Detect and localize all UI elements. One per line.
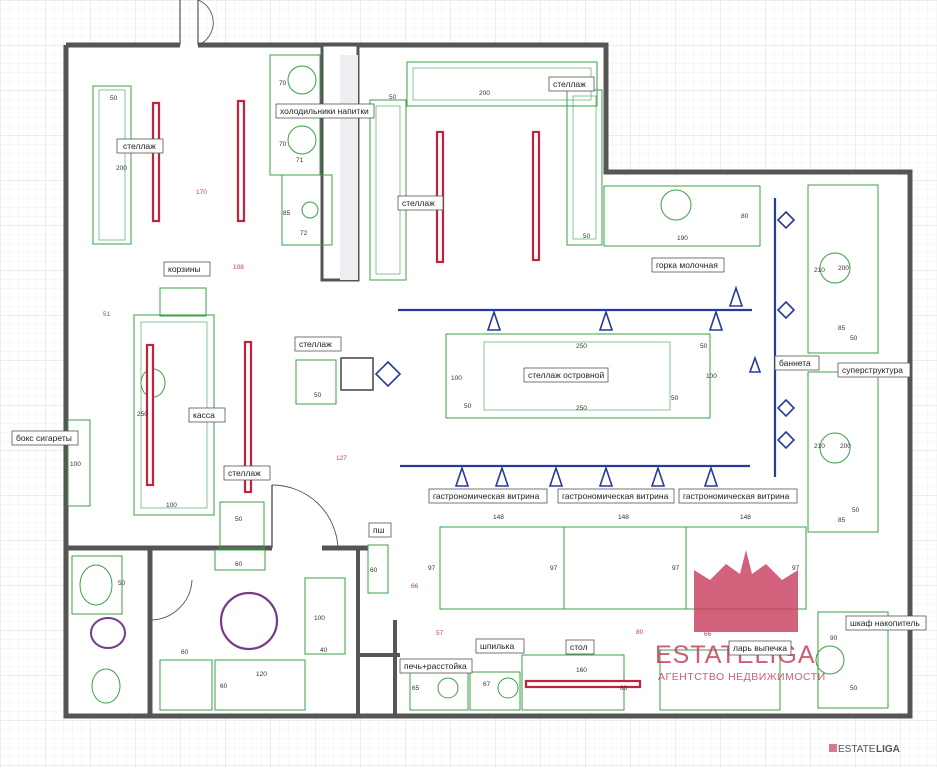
dim-text: 97: [428, 565, 436, 572]
dim-text: 97: [792, 565, 800, 572]
dim-text: 200: [479, 90, 490, 97]
label-gastro-3: гастрономическая витрина: [683, 491, 790, 501]
dim-text: 50: [852, 507, 860, 514]
label-oven: печь+расстойка: [404, 661, 467, 671]
dim-text: 80: [741, 213, 749, 220]
dim-text: 50: [583, 233, 591, 240]
label-gastro-1: гастрономическая витрина: [433, 491, 540, 501]
label-cashier: касса: [193, 410, 215, 420]
dim-text: 210: [814, 267, 825, 274]
label-island: стеллаж островной: [528, 370, 604, 380]
label-shelf-top: стеллаж: [553, 79, 586, 89]
dim-text: 60: [370, 567, 378, 574]
label-cabinet: шкаф накопитель: [850, 618, 920, 628]
label-pin: шпилька: [480, 641, 514, 651]
watermark-tagline: АГЕНТСТВО НЕДВИЖИМОСТИ: [658, 671, 826, 683]
labels: стеллаж холодильники напитки стеллаж сте…: [11, 76, 927, 674]
label-milk: горка молочная: [656, 260, 718, 270]
dim-text: 66: [704, 631, 712, 638]
dim-text: 100: [314, 615, 325, 622]
label-chest: ларь выпечка: [733, 643, 787, 653]
dim-text: 100: [706, 373, 717, 380]
dim-text: 50: [464, 403, 472, 410]
dim-text: 200: [840, 443, 851, 450]
dim-text: 250: [576, 405, 587, 412]
dim-text: 80: [636, 629, 644, 636]
dim-text: 127: [336, 455, 347, 462]
dim-text: 60: [620, 685, 628, 692]
dimension-texts: 50 200 170 70 70 71 85 72 108 200 50 80 …: [70, 80, 860, 692]
dim-text: 85: [838, 517, 846, 524]
label-cigarettes: бокс сигареты: [16, 433, 72, 443]
dim-text: 51: [103, 311, 111, 318]
dim-text: 170: [196, 189, 207, 196]
label-table: стол: [570, 642, 588, 652]
dim-text: 50: [110, 95, 118, 102]
dim-text: 148: [618, 514, 629, 521]
dim-text: 210: [814, 443, 825, 450]
dim-text: 60: [235, 561, 243, 568]
dim-text: 71: [296, 157, 304, 164]
dim-text: 100: [166, 502, 177, 509]
label-psh: пш: [373, 525, 385, 535]
label-gastro-2: гастрономическая витрина: [562, 491, 669, 501]
dim-text: 190: [677, 235, 688, 242]
blue-rails: [374, 198, 796, 487]
dim-text: 50: [235, 516, 243, 523]
dim-text: 50: [850, 685, 858, 692]
dim-text: 100: [70, 461, 81, 468]
dim-text: 50: [389, 94, 397, 101]
dim-text: 148: [740, 514, 751, 521]
dim-text: 67: [483, 681, 491, 688]
dim-text: 50: [118, 580, 126, 587]
dim-text: 90: [830, 635, 838, 642]
corner-logo-a: ESTATE: [838, 744, 876, 755]
dim-text: 70: [279, 80, 287, 87]
dim-text: 60: [220, 683, 228, 690]
dim-text: 65: [412, 685, 420, 692]
dim-text: 60: [181, 649, 189, 656]
dim-text: 108: [233, 264, 244, 271]
label-superstructure: суперструктура: [842, 365, 903, 375]
label-banner: баннета: [779, 358, 811, 368]
dim-text: 50: [671, 395, 679, 402]
dim-text: 72: [300, 230, 308, 237]
dim-text: 120: [256, 671, 267, 678]
label-shelf-mid: стеллаж: [402, 198, 435, 208]
dim-text: 70: [279, 141, 287, 148]
corner-logo-b: LIGA: [876, 744, 900, 755]
dim-text: 85: [283, 210, 291, 217]
dim-text: 148: [493, 514, 504, 521]
dim-text: 50: [314, 392, 322, 399]
label-shelf-tl: стеллаж: [123, 141, 156, 151]
dim-text: 160: [576, 667, 587, 674]
interior: [66, 45, 910, 716]
dim-text: 50: [700, 343, 708, 350]
dim-text: 57: [436, 630, 444, 637]
dim-text: 100: [451, 375, 462, 382]
label-shelf-small: стеллаж: [299, 339, 332, 349]
dim-text: 40: [320, 647, 328, 654]
dim-text: 250: [137, 411, 148, 418]
dim-text: 97: [672, 565, 680, 572]
dim-text: 250: [576, 343, 587, 350]
label-fridges: холодильники напитки: [280, 106, 369, 116]
dim-text: 66: [411, 583, 419, 590]
dim-text: 97: [550, 565, 558, 572]
dim-text: 200: [838, 265, 849, 272]
dim-text: 85: [838, 325, 846, 332]
logo-mark: [694, 550, 798, 632]
label-shelf-bottom: стеллаж: [228, 468, 261, 478]
dim-text: 200: [116, 165, 127, 172]
label-baskets: корзины: [168, 264, 201, 274]
dim-text: 50: [850, 335, 858, 342]
